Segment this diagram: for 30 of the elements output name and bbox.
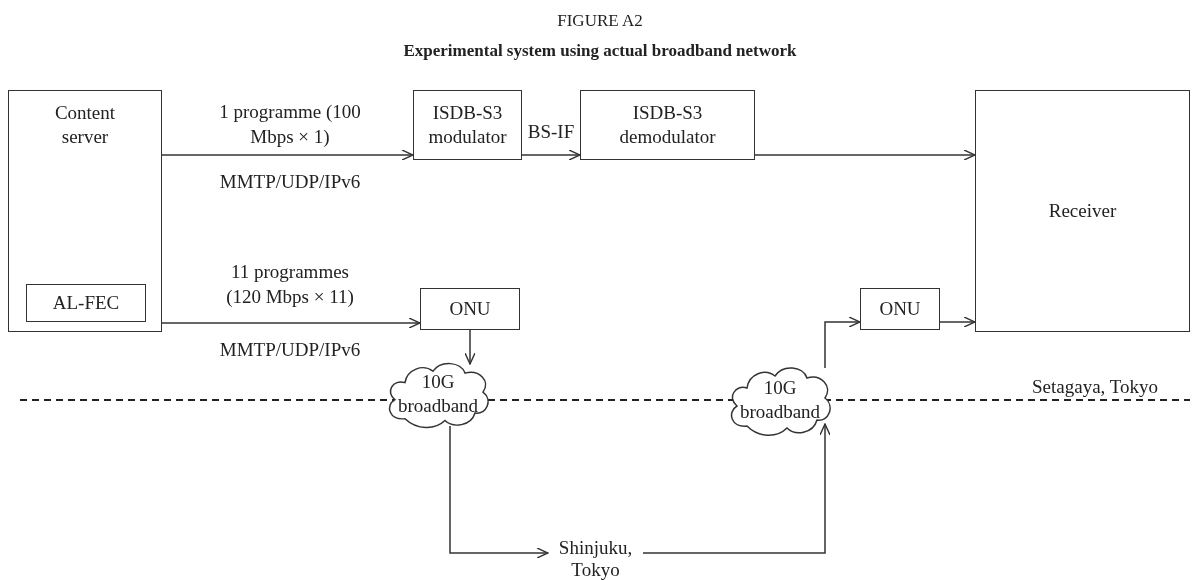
edge-label: 1 programme (100 Mbps × 1) xyxy=(218,100,362,149)
arrow xyxy=(161,317,421,329)
arrow xyxy=(161,149,414,161)
node-text: 10G broadband xyxy=(396,370,480,418)
onu-box xyxy=(420,288,520,330)
onu-box xyxy=(860,288,940,330)
arrow xyxy=(464,329,476,365)
modulator-box xyxy=(413,90,522,160)
node-text: AL-FEC xyxy=(52,291,120,315)
arrow xyxy=(754,149,976,161)
node-text: 10G broadband xyxy=(738,376,822,424)
node-text: ONU xyxy=(879,297,921,321)
arrow xyxy=(642,423,831,554)
receiver-box xyxy=(975,90,1190,332)
demodulator-box xyxy=(580,90,755,160)
location-label: Setagaya, Tokyo xyxy=(1031,375,1159,399)
node-text: ONU xyxy=(449,297,491,321)
arrow xyxy=(824,316,861,369)
location-label: Shinjuku, Tokyo xyxy=(548,538,643,580)
module-box xyxy=(26,284,146,322)
node-text: Receiver xyxy=(1048,199,1117,223)
edge-label: 11 programmes (120 Mbps × 11) xyxy=(225,260,355,309)
edge-label: BS-IF xyxy=(526,120,576,144)
arrow xyxy=(449,425,549,559)
server-box xyxy=(8,90,162,332)
node-text: ISDB-S3 demodulator xyxy=(618,101,717,149)
arrow xyxy=(521,149,581,161)
node-text: ISDB-S3 modulator xyxy=(427,101,508,149)
node-text: Content server xyxy=(53,101,117,149)
arrow xyxy=(939,316,976,328)
